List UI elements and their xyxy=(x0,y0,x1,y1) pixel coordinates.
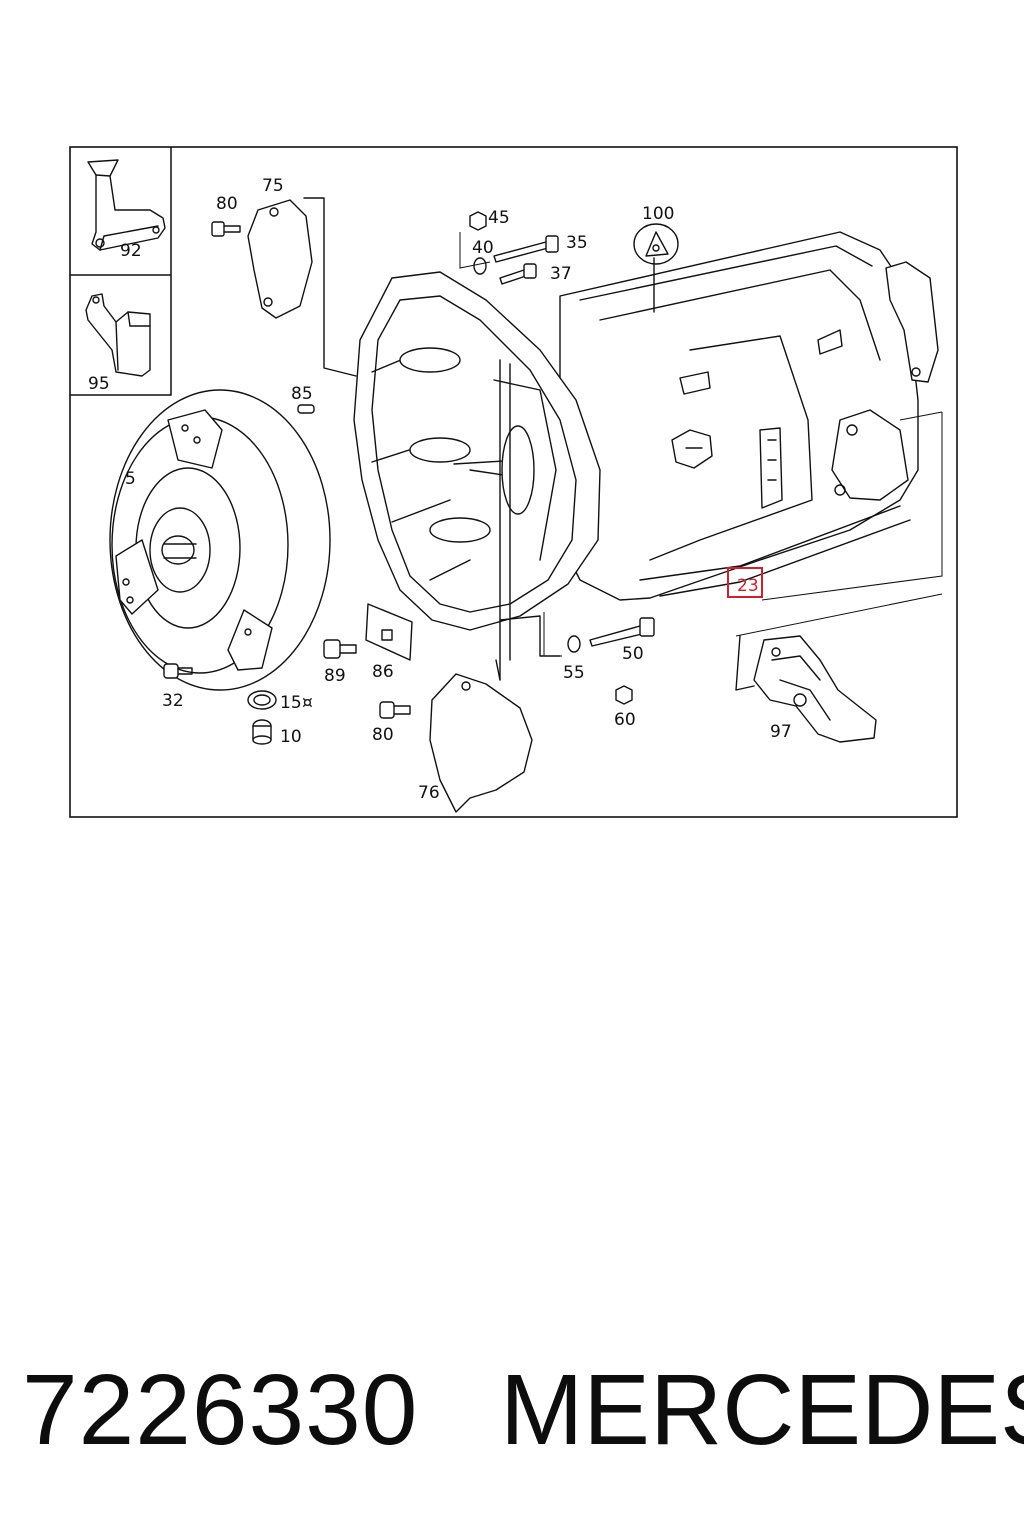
callout-35: 35 xyxy=(566,233,588,253)
callout-15: 15 xyxy=(280,693,302,713)
pin-85 xyxy=(297,404,315,414)
seal-ring-15 xyxy=(247,690,277,710)
callout-labels: 75 80 92 95 85 5 45 40 35 37 100 23 89 8… xyxy=(88,176,792,803)
callout-75: 75 xyxy=(262,176,284,196)
inset-frame xyxy=(70,147,172,396)
leader-lines xyxy=(459,232,943,657)
bolt-80-bottom xyxy=(379,701,411,719)
callout-95: 95 xyxy=(88,374,110,394)
callout-10: 10 xyxy=(280,727,302,747)
brand-name: MERCEDES xyxy=(500,1354,1024,1466)
diagram-frame xyxy=(69,146,958,818)
bolt-32 xyxy=(163,663,193,679)
washer-40 xyxy=(473,257,487,275)
callout-86: 86 xyxy=(372,662,394,682)
callout-50: 50 xyxy=(622,644,644,664)
bolt-80-top xyxy=(211,221,241,237)
callout-100: 100 xyxy=(642,204,674,224)
nut-60 xyxy=(615,685,633,705)
triangle-insert-100 xyxy=(633,223,679,265)
callout-32: 32 xyxy=(162,691,184,711)
callout-92: 92 xyxy=(120,241,142,261)
callout-23: 23 xyxy=(737,576,759,596)
cover-76-drawing xyxy=(429,659,533,813)
callout-97: 97 xyxy=(770,722,792,742)
callout-80-bottom: 80 xyxy=(372,725,394,745)
transmission-housing-drawing xyxy=(559,231,939,601)
mount-97-drawing xyxy=(735,635,877,743)
bolt-50 xyxy=(589,617,655,647)
callout-23-highlight-box xyxy=(727,567,763,598)
callout-40: 40 xyxy=(472,238,494,258)
bracket-95-drawing xyxy=(85,293,151,377)
bolt-37 xyxy=(499,263,537,285)
callout-76: 76 xyxy=(418,783,440,803)
torque-converter-drawing xyxy=(109,389,331,691)
plug-10 xyxy=(252,719,272,745)
callout-55: 55 xyxy=(563,663,585,683)
callout-60: 60 xyxy=(614,710,636,730)
product-caption: 7226330 MERCEDES xyxy=(22,1350,1024,1470)
nut-45 xyxy=(469,211,487,231)
plate-86 xyxy=(365,603,413,661)
callout-80-top: 80 xyxy=(216,194,238,214)
callout-45: 45 xyxy=(488,208,510,228)
washer-55 xyxy=(567,635,581,653)
bolt-89 xyxy=(323,639,357,659)
callout-37: 37 xyxy=(550,264,572,284)
callout-5: 5 xyxy=(125,469,136,489)
part-number: 7226330 xyxy=(22,1354,419,1466)
cover-75-drawing xyxy=(247,197,357,377)
callout-15-mark: ¤ xyxy=(302,693,313,713)
callout-89: 89 xyxy=(324,666,346,686)
bracket-92-drawing xyxy=(87,159,166,251)
bell-housing-drawing xyxy=(353,271,601,681)
callout-85: 85 xyxy=(291,384,313,404)
bolt-35 xyxy=(493,235,559,263)
